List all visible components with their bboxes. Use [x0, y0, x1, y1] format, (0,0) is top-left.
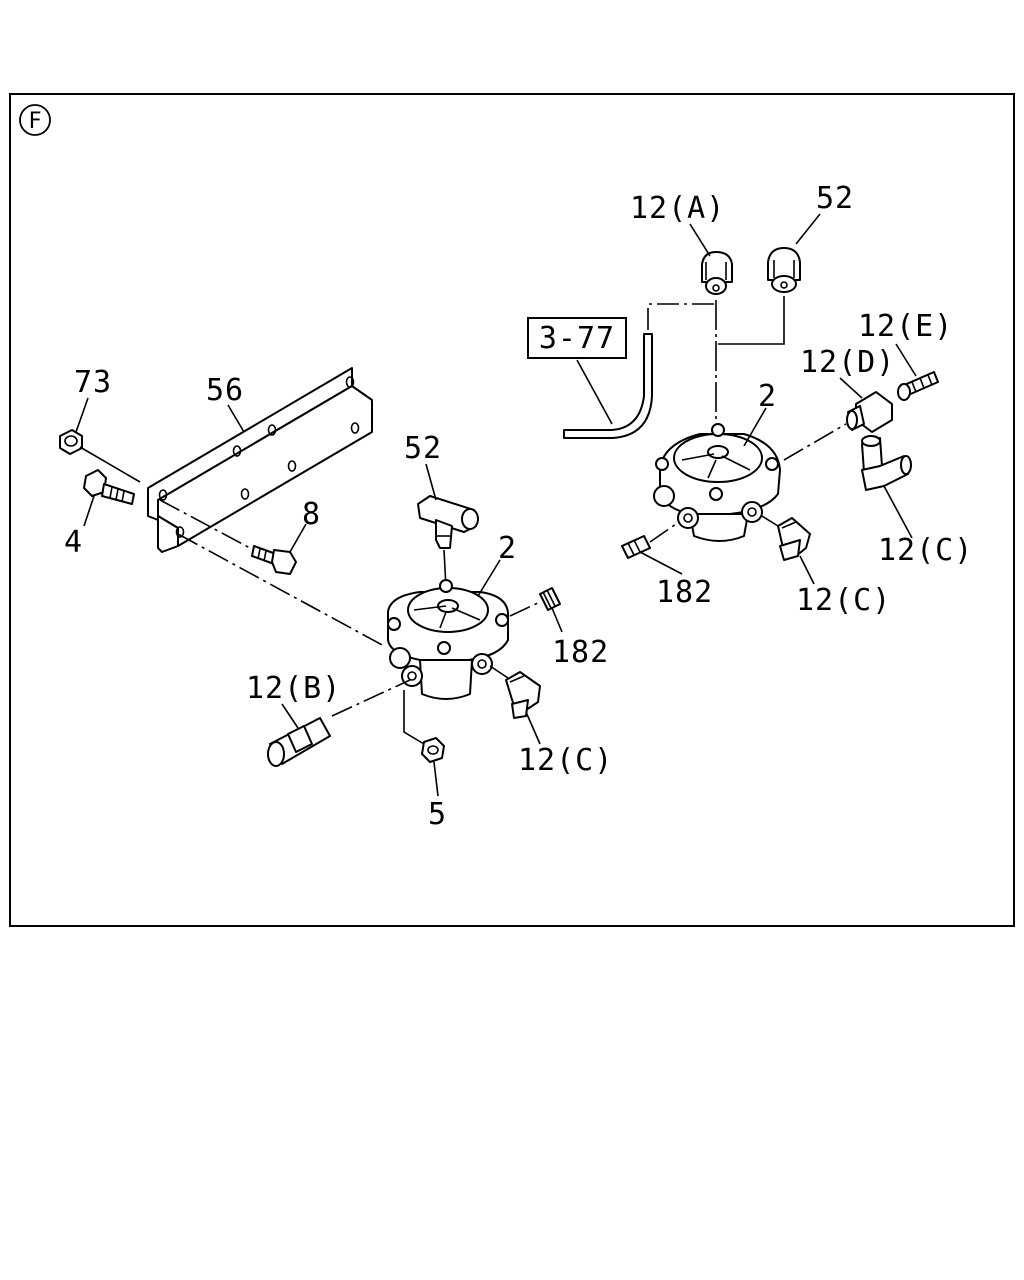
- callout-8: 8: [302, 497, 321, 532]
- callout-2-right: 2: [758, 379, 777, 414]
- elbow-12c-right-upper: [861, 435, 912, 491]
- plug-182-right: [621, 535, 651, 559]
- bracket-56: [147, 367, 373, 553]
- section-marker-letter: F: [28, 109, 41, 134]
- fitting-12d: [846, 391, 893, 433]
- callout-12e: 12(E): [858, 309, 953, 344]
- callout-12b: 12(B): [246, 671, 341, 706]
- diagram-border: [9, 93, 1015, 927]
- nut-5: [421, 737, 445, 763]
- callout-12c-left: 12(C): [518, 743, 613, 778]
- section-marker: F: [19, 104, 51, 136]
- reference-box: 3-77: [527, 317, 627, 359]
- fitting-12e: [897, 371, 939, 401]
- callout-52-right: 52: [816, 181, 854, 216]
- sleeve-12b: [267, 717, 331, 767]
- valve-body-2-right: [653, 423, 781, 542]
- plug-182-left: [539, 587, 561, 611]
- callout-12c-right-upper: 12(C): [878, 533, 973, 568]
- elbow-12c-right-lower: [777, 517, 811, 561]
- callout-4: 4: [64, 525, 83, 560]
- callout-73: 73: [74, 365, 112, 400]
- connector-12a: [701, 251, 733, 295]
- tee-fitting-52-left: [417, 495, 479, 549]
- callout-52-left: 52: [404, 431, 442, 466]
- nut-73: [59, 429, 83, 455]
- callout-182-left: 182: [552, 635, 609, 670]
- reference-box-label: 3-77: [539, 321, 615, 356]
- bolt-4: [83, 469, 135, 505]
- callout-56: 56: [206, 373, 244, 408]
- elbow-12c-left: [505, 671, 541, 719]
- callout-182-right: 182: [656, 575, 713, 610]
- callout-12d: 12(D): [800, 345, 895, 380]
- valve-body-2-left: [387, 579, 510, 700]
- callout-12a: 12(A): [630, 191, 725, 226]
- callout-5: 5: [428, 797, 447, 832]
- bolt-8: [251, 545, 297, 575]
- callout-12c-right-lower: 12(C): [796, 583, 891, 618]
- cap-52-right: [767, 247, 801, 293]
- pipe: [563, 333, 653, 439]
- callout-2-left: 2: [498, 531, 517, 566]
